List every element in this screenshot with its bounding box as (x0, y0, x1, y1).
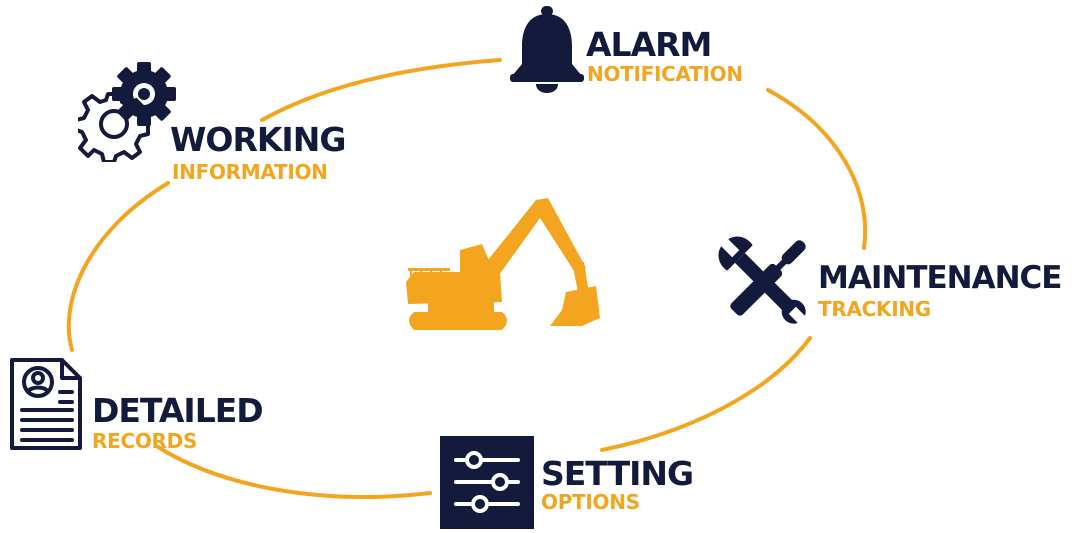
bell-icon (508, 6, 586, 98)
working-title: WORKING (170, 120, 345, 159)
ring-segment-detailed-working (69, 183, 168, 350)
maintenance-subtitle: TRACKING (818, 297, 931, 321)
detailed-subtitle: RECORDS (92, 429, 197, 453)
detailed-title: DETAILED (92, 391, 263, 430)
excavator-icon (395, 192, 605, 337)
working-subtitle: INFORMATION (172, 160, 328, 184)
ring-segment-alarm-maintenance (768, 90, 865, 248)
alarm-subtitle: NOTIFICATION (587, 62, 743, 86)
sliders-icon (440, 436, 534, 529)
wrench-screwdriver-icon (714, 232, 814, 332)
document-icon (8, 356, 84, 452)
ring-segment-working-alarm (262, 60, 500, 120)
ring-segment-setting-detailed (158, 447, 430, 497)
ring-segment-maintenance-setting (602, 338, 810, 450)
alarm-title: ALARM (586, 25, 711, 64)
setting-title: SETTING (541, 454, 693, 493)
maintenance-title: MAINTENANCE (818, 260, 1061, 296)
setting-subtitle: OPTIONS (541, 490, 640, 514)
excavator-figure (395, 192, 605, 337)
